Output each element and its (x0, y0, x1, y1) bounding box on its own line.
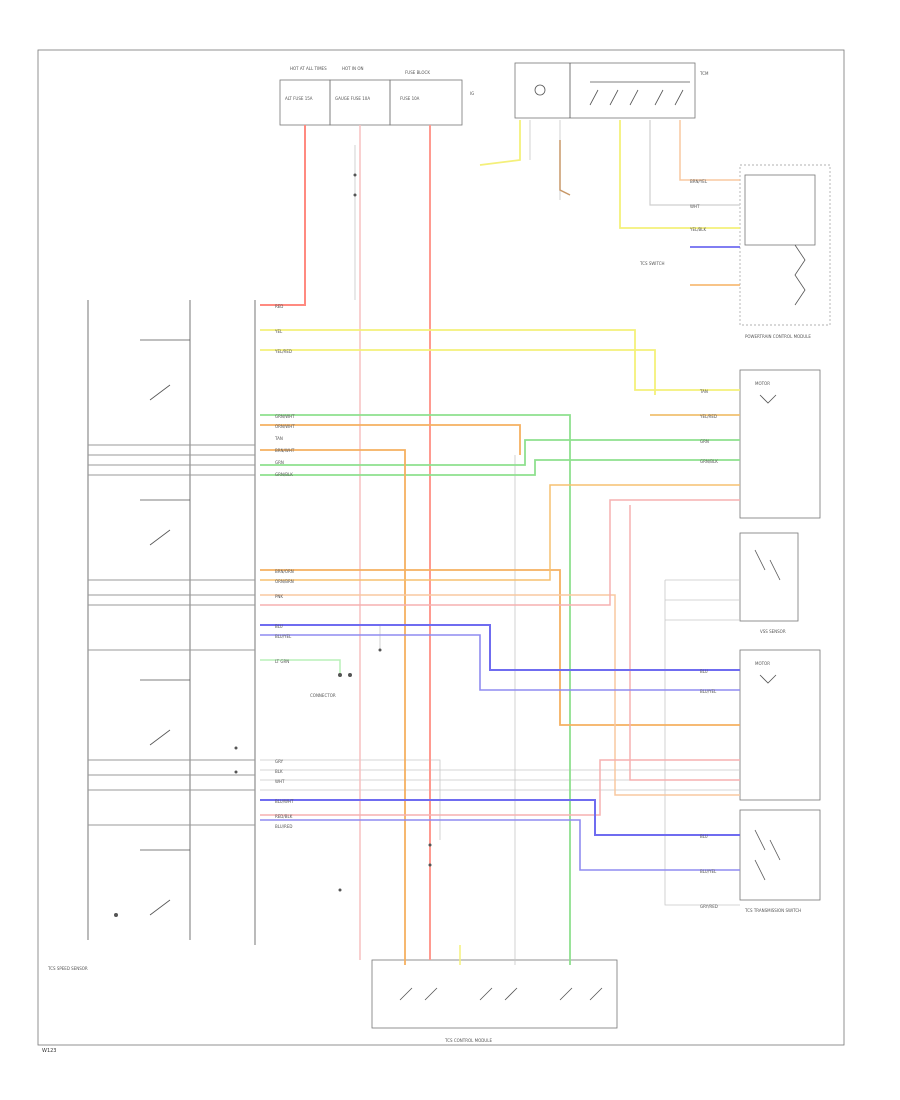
wire-tag-tan: TAN (274, 436, 283, 441)
green-wire-lt (260, 659, 341, 675)
wire-tag-orn-wht: ORN/WHT (275, 424, 295, 429)
fuse-box-mid: HOT IN ON GAUGE FUSE 10A (329, 66, 391, 126)
fuse-mid-body: GAUGE FUSE 10A (335, 96, 370, 101)
blue-wire-3 (260, 799, 740, 836)
left-module: TCS SPEED SENSOR (47, 300, 256, 971)
ecu-switches (589, 81, 690, 106)
wire-tag-wht: WHT (275, 779, 285, 784)
blue-wire-1 (260, 624, 740, 671)
wire-tag-grn: GRN (275, 460, 284, 465)
wire-tag-red-blk: RED/BLK (275, 814, 293, 819)
fuse-left-title: HOT AT ALL TIMES (290, 66, 327, 71)
blue-wire-4 (260, 819, 740, 871)
yellow-wire-2 (260, 349, 656, 395)
powertrain-module: POWERTRAIN CONTROL MODULE (739, 164, 831, 339)
brown-wire-ecu (559, 140, 571, 196)
wire-tag-blu-red: BLU/RED (275, 824, 292, 829)
wire-tag-tan-r: TAN (699, 389, 708, 394)
green-wire-1 (260, 414, 571, 965)
yellow-wire-ecu (479, 120, 740, 229)
wire-tags: RED YEL YEL/RED GRN/WHT ORN/WHT TAN BRN/… (274, 179, 718, 909)
left-module-label: TCS SPEED SENSOR (47, 966, 88, 971)
wire-tag-orn-brn: ORN/BRN (275, 579, 294, 584)
green-gray-ecu (649, 120, 740, 206)
yellow-wire-1 (260, 329, 740, 391)
ground-symbols (114, 173, 432, 917)
wire-tag-gry: GRY (275, 759, 284, 764)
wire-tag-yel-red: YEL/RED (274, 349, 292, 354)
bottom-module-label: TCS CONTROL MODULE (444, 1038, 492, 1043)
red-wire-feed (260, 125, 306, 306)
right-module-top-id: MOTOR (755, 381, 770, 386)
wire-tag-blk: BLK (275, 769, 283, 774)
wire-tag-red: RED (275, 304, 283, 309)
orange-wire-4 (260, 484, 740, 581)
powertrain-label: POWERTRAIN CONTROL MODULE (745, 334, 811, 339)
wire-tag-grn-blk: GRN/BLK (275, 472, 293, 477)
wire-tag-brn-orn: BRN/ORN (275, 569, 294, 574)
green-wire-3 (260, 459, 740, 476)
green-wire-2 (260, 439, 740, 466)
orange-wire-3 (260, 569, 740, 726)
wire-tag-pnk: PNK (275, 594, 283, 599)
footer-code: W123 (42, 1048, 57, 1054)
fuse-mid-title: HOT IN ON (342, 66, 363, 71)
pink-wire-3 (260, 759, 740, 816)
wire-tag-blu-r: BLU (700, 669, 708, 674)
wire-tag-blu: BLU (275, 624, 283, 629)
fuse-left-body: ALT FUSE 15A (285, 96, 313, 101)
right-module-label: VSS SENSOR (760, 629, 786, 634)
wire-tag-yel-red-r: YEL/RED (699, 414, 717, 419)
wire-tag-grn-r: GRN (700, 439, 709, 444)
fuse-right-note: IG (470, 91, 474, 96)
pink-wire-1 (260, 499, 740, 606)
diagram-frame (37, 49, 845, 1046)
wire-tag-grn-blk-r: GRN/BLK (700, 459, 718, 464)
wire-tag-blu-wht: BLU/WHT (275, 799, 294, 804)
bottom-switch-module: TCS CONTROL MODULE (371, 959, 618, 1043)
wire-tag-blu-r2: BLU (700, 834, 708, 839)
wire-tag-brn-wht: BRN/WHT (275, 448, 295, 453)
right-module-top: MOTOR VSS SENSOR (739, 369, 821, 634)
wire-tag-wht-2: WHT (690, 204, 700, 209)
right-module-bottom: MOTOR TCS TRANSMISSION SWITCH (739, 649, 821, 913)
wire-tag-blu-yel: BLU/YEL (275, 634, 292, 639)
ecu-box: TCM (514, 62, 709, 119)
gray-wires (88, 120, 740, 965)
blue-wire-2 (260, 634, 740, 691)
wire-tag-gry-red: GRY/RED (700, 904, 718, 909)
wire-tag-blu-yel-r2: BLU/YEL (700, 869, 717, 874)
fuse-right-title: FUSE BLOCK (405, 70, 430, 75)
orange-wire-6 (679, 120, 740, 181)
wire-tag-grn-wht: GRN/WHT (275, 414, 295, 419)
orange-wire-2 (260, 449, 406, 965)
orange-wire-1 (260, 424, 521, 455)
fuse-box-right: FUSE BLOCK FUSE 10A IG (389, 70, 474, 126)
bottom-right-label: TCS TRANSMISSION SWITCH (744, 908, 801, 913)
right-module-bottom-id: MOTOR (755, 661, 770, 666)
wire-tag-brn-yel: BRN/YEL (690, 179, 708, 184)
orange-wire-5 (260, 594, 740, 796)
wire-tag-yel-blk: YEL/BLK (689, 227, 707, 232)
tcs-switch-label: TCS SWITCH (639, 261, 665, 266)
wire-tag-yel: YEL (274, 329, 283, 334)
fuse-box-left: HOT AT ALL TIMES ALT FUSE 15A (279, 66, 331, 126)
fuse-right-body: FUSE 10A (400, 96, 420, 101)
pink-wire-2 (629, 505, 740, 781)
wire-tag-lt-grn: LT GRN (275, 659, 289, 664)
mid-ground-label: CONNECTOR (310, 693, 336, 698)
wire-tag-blu-yel-r: BLU/YEL (700, 689, 717, 694)
ecu-title: TCM (699, 71, 709, 76)
